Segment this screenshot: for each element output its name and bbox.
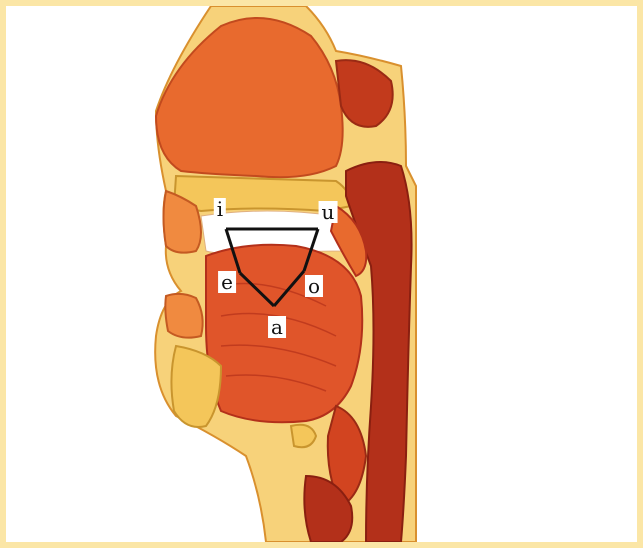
lower-lip <box>165 294 202 338</box>
nasal-cavity <box>156 18 343 177</box>
hyoid-bone <box>291 425 316 448</box>
vowel-label-a: a <box>268 316 286 338</box>
vowel-label-u: u <box>319 201 338 223</box>
vowel-label-e: e <box>218 271 236 293</box>
vowel-label-i: i <box>214 198 226 220</box>
vocal-tract-illustration <box>6 6 637 542</box>
vowel-label-o: o <box>305 275 323 297</box>
diagram-frame: i u e o a <box>6 6 637 542</box>
